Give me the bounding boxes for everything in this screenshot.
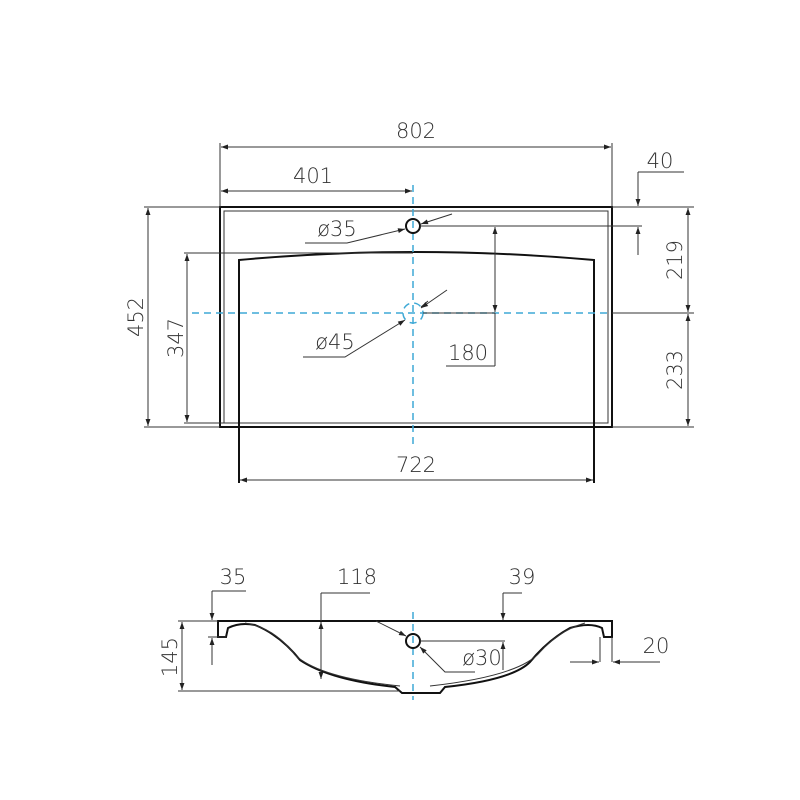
dim-label-40: 40	[647, 149, 674, 173]
tap-hole-label: ø35	[317, 217, 357, 241]
dim-label-35: 35	[220, 565, 247, 589]
side-view: 145 35 118 39 ø30 20	[158, 565, 669, 700]
overflow-hole-label: ø30	[462, 646, 502, 670]
dim-label-233: 233	[663, 350, 687, 390]
drain-hole-label: ø45	[315, 330, 355, 354]
dim-label-39: 39	[509, 565, 536, 589]
dim-label-802: 802	[396, 119, 436, 143]
sink-profile-inner	[244, 622, 586, 687]
dim-label-347: 347	[164, 318, 188, 358]
dim-label-118: 118	[337, 565, 377, 589]
sink-outline	[219, 206, 613, 428]
dim-label-452: 452	[124, 297, 148, 337]
dim-label-722: 722	[396, 453, 436, 477]
dim-label-401: 401	[293, 164, 333, 188]
dim-label-219: 219	[663, 240, 687, 280]
sink-profile	[217, 620, 613, 694]
top-view: 802 401 40 219 233 452 347 722 180 ø35 ø…	[124, 119, 694, 483]
dim-label-145: 145	[158, 637, 182, 677]
dim-label-20: 20	[643, 634, 670, 658]
dim-label-180: 180	[448, 341, 488, 365]
sink-inner-edge	[223, 210, 609, 424]
basin-outline	[238, 251, 595, 483]
